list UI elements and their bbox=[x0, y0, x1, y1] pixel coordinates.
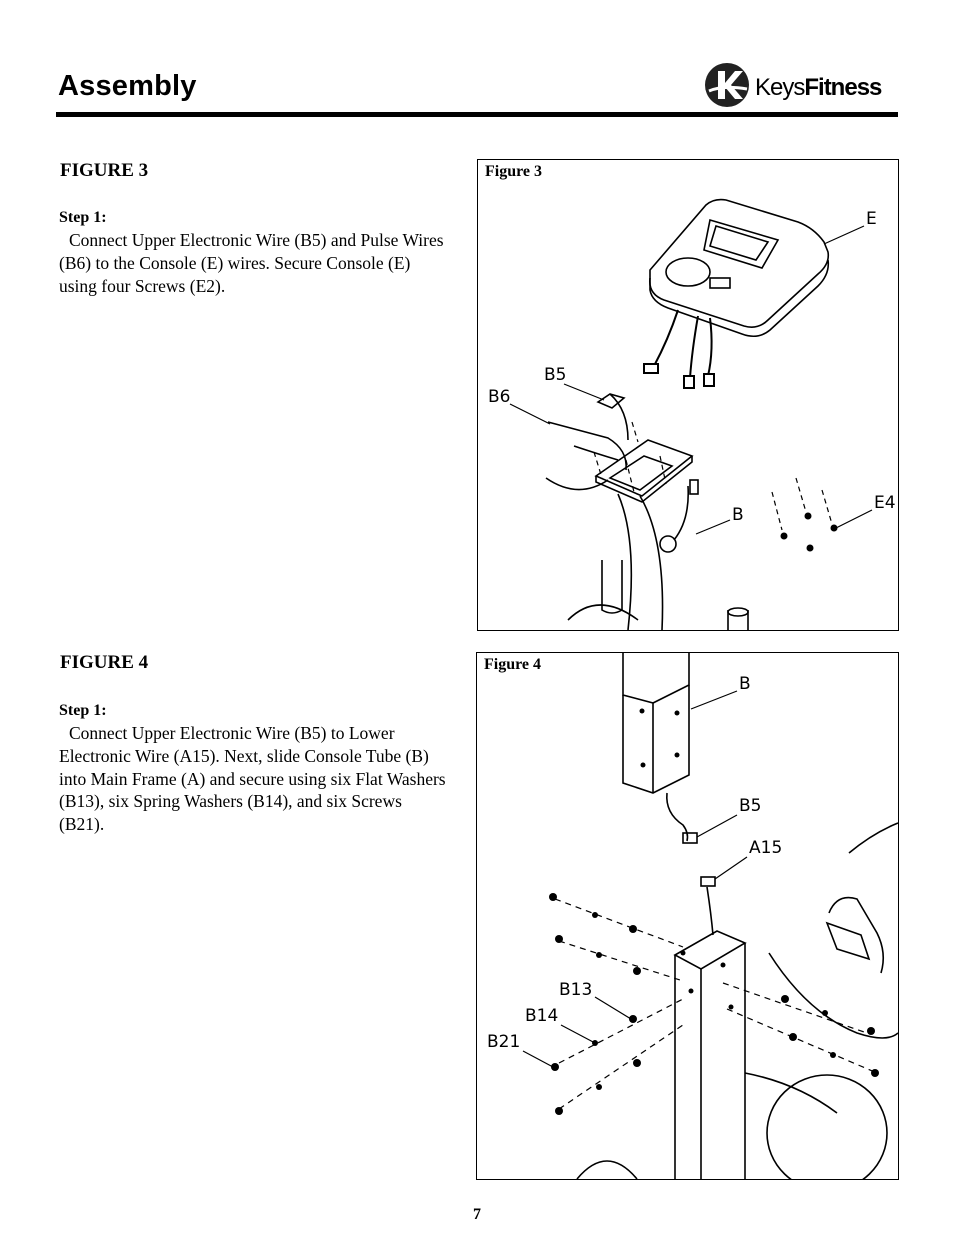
figure-4-drawing: B B5 A15 B13 B14 B21 bbox=[487, 653, 898, 1179]
figure-3-illustration: Figure 3 E bbox=[477, 159, 899, 631]
callout-b6: B6 bbox=[488, 387, 510, 407]
figure-4-heading: FIGURE 4 bbox=[60, 652, 149, 673]
figure-4-step-text: Connect Upper Electronic Wire (B5) to Lo… bbox=[59, 723, 446, 835]
callout-b13: B13 bbox=[559, 980, 592, 1000]
callout-e4: E4 bbox=[874, 493, 896, 513]
callout-b5: B5 bbox=[544, 365, 566, 385]
figure-4-callouts: B B5 A15 B13 B14 B21 bbox=[487, 674, 782, 1068]
keysfitness-logo-icon bbox=[705, 63, 749, 107]
page-number: 7 bbox=[473, 1206, 481, 1223]
callout-e: E bbox=[866, 209, 877, 229]
figure-3-step-text: Connect Upper Electronic Wire (B5) and P… bbox=[59, 230, 444, 296]
figure-4-caption: Figure 4 bbox=[484, 656, 542, 674]
figure-3-step-label: Step 1: bbox=[59, 209, 107, 226]
figure-3-heading: FIGURE 3 bbox=[60, 160, 149, 181]
callout-b5: B5 bbox=[739, 796, 761, 816]
console-e-label: E bbox=[823, 209, 877, 245]
brand-name-part1: Keys bbox=[755, 74, 805, 101]
callout-b: B bbox=[739, 674, 751, 694]
figure-3-caption: Figure 3 bbox=[485, 163, 543, 181]
header-divider bbox=[56, 112, 898, 117]
callout-b14: B14 bbox=[525, 1006, 558, 1026]
brand-name: KeysFitness bbox=[755, 74, 882, 102]
brand-name-part2: Fitness bbox=[804, 74, 882, 101]
figure-4-step-label: Step 1: bbox=[59, 702, 107, 719]
callout-b21: B21 bbox=[487, 1032, 520, 1052]
callout-b: B bbox=[732, 505, 744, 525]
figure-3-drawing: E bbox=[488, 198, 896, 630]
brand-logo: KeysFitness bbox=[703, 61, 903, 109]
figure-3-callouts: B5 B6 B E4 bbox=[488, 365, 896, 535]
figure-4-illustration: Figure 4 bbox=[476, 652, 899, 1180]
page-title: Assembly bbox=[58, 70, 197, 102]
callout-a15: A15 bbox=[749, 838, 782, 858]
